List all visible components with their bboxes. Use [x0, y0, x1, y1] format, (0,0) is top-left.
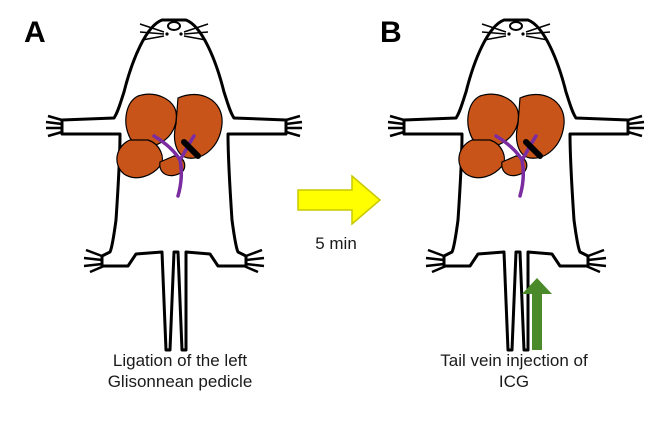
- caption-b-line1: Tail vein injection of: [440, 351, 588, 370]
- caption-a-line2: Glisonnean pedicle: [107, 372, 253, 391]
- caption-b: Tail vein injection of ICG: [404, 350, 624, 392]
- mouse-diagram-a: [46, 20, 302, 350]
- time-arrow: [297, 174, 382, 226]
- panel-label-a: A: [24, 16, 46, 49]
- panel-label-b: B: [380, 16, 402, 49]
- injection-arrow: [522, 278, 552, 350]
- mouse-diagram-b: [388, 20, 644, 350]
- time-label: 5 min: [315, 234, 357, 253]
- caption-a: Ligation of the left Glisonnean pedicle: [60, 350, 300, 392]
- caption-b-line2: ICG: [498, 372, 530, 391]
- caption-a-line1: Ligation of the left: [112, 351, 248, 370]
